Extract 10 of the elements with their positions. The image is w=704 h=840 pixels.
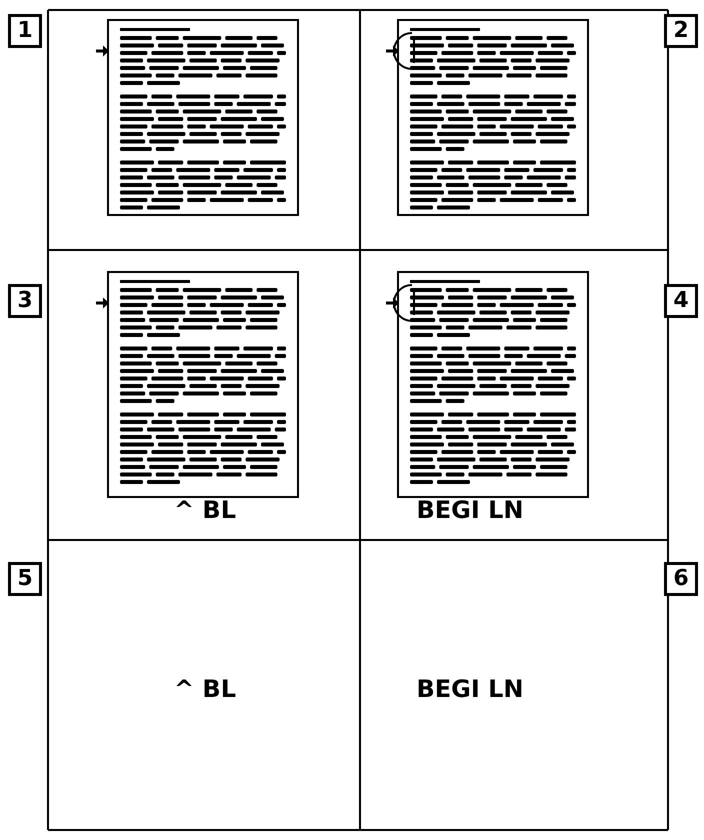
panel-number: 6: [664, 562, 698, 596]
panel-number: 4: [664, 284, 698, 318]
caption-text: ^ BL: [174, 675, 236, 703]
panel-number: 2: [664, 14, 698, 48]
caption-text: BEGI LN: [416, 675, 524, 703]
caption-text: BEGI LN: [416, 496, 524, 524]
panel-number: 5: [8, 562, 42, 596]
panel-number: 1: [8, 14, 42, 48]
panel-number: 3: [8, 284, 42, 318]
caption-text: ^ BL: [174, 496, 236, 524]
